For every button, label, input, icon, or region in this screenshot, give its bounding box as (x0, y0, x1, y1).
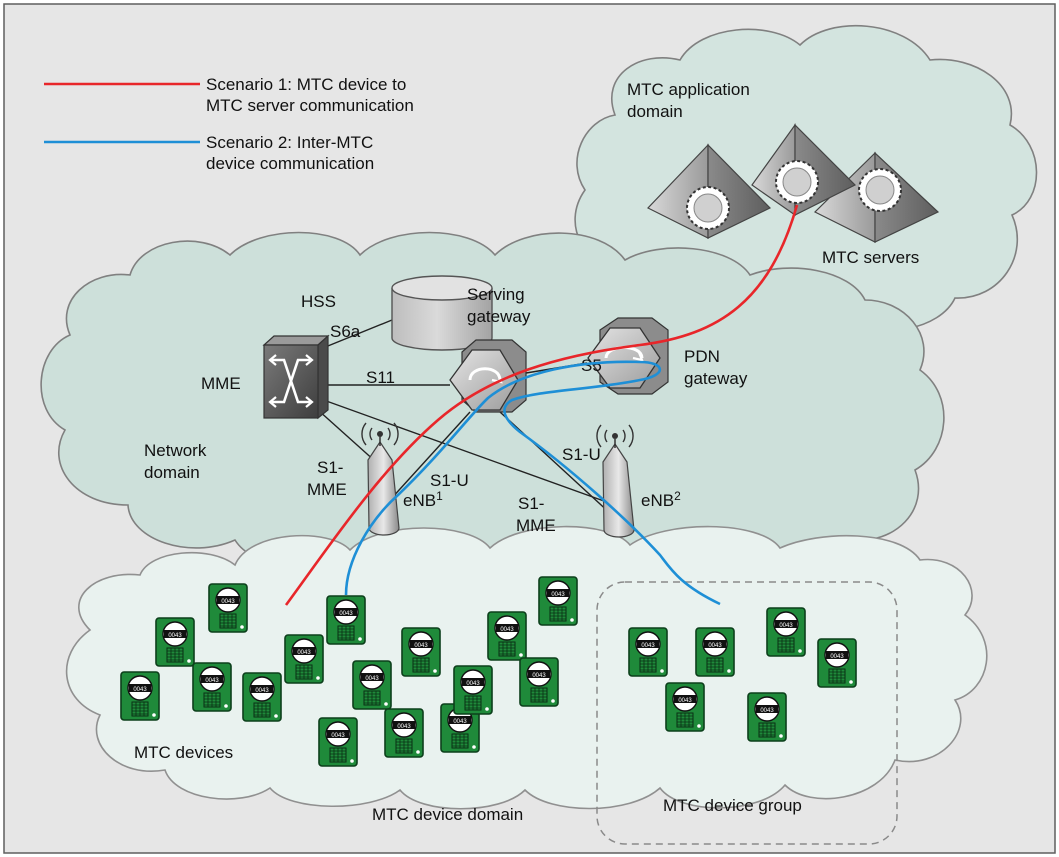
svg-text:0043: 0043 (551, 592, 565, 598)
serving-gateway-router-icon (449, 339, 527, 413)
smart-meter-icon: 0043 (747, 692, 787, 742)
pdn-gateway-router-icon (587, 317, 669, 395)
s5-label: S5 (581, 356, 602, 375)
smart-meter-icon: 0043 (242, 672, 282, 722)
network-domain-label-line2: domain (144, 463, 200, 482)
legend: Scenario 1: MTC device to MTC server com… (44, 75, 414, 173)
application-domain-label-line2: domain (627, 102, 683, 121)
s1u-right-label: S1-U (562, 445, 601, 464)
link-s6a (317, 319, 393, 351)
svg-text:0043: 0043 (255, 688, 269, 694)
pdn-gateway-label-line2: gateway (684, 369, 748, 388)
smart-meter-icon: 0043 (695, 627, 735, 677)
mme-label: MME (201, 374, 241, 393)
s6a-label: S6a (330, 322, 361, 341)
s1mme-left-label-line1: S1- (317, 458, 343, 477)
svg-text:0043: 0043 (297, 650, 311, 656)
mtc-server-2 (751, 123, 857, 217)
smart-meter-icon: 0043 (318, 717, 358, 767)
smart-meter-icon: 0043 (487, 611, 527, 661)
s1u-left-label: S1-U (430, 471, 469, 490)
smart-meter-icon: 0043 (665, 682, 705, 732)
s11-label: S11 (366, 368, 395, 387)
device-domain-label: MTC device domain (372, 805, 523, 824)
link-s1u-enb1 (389, 411, 471, 501)
mtc-server-1 (647, 143, 772, 239)
device-group-label: MTC device group (663, 796, 802, 815)
mtc-servers-label: MTC servers (822, 248, 919, 267)
smart-meter-icon: 0043 (208, 583, 248, 633)
svg-text:0043: 0043 (678, 698, 692, 704)
network-domain-label-line1: Network (144, 441, 207, 460)
application-domain-label-line1: MTC application (627, 80, 750, 99)
smart-meter-icon: 0043 (628, 627, 668, 677)
legend-scenario2-line1: Scenario 2: Inter-MTC (206, 133, 373, 152)
svg-text:0043: 0043 (221, 599, 235, 605)
svg-text:0043: 0043 (641, 643, 655, 649)
smart-meter-icon: 0043 (352, 660, 392, 710)
server-gear-icon (858, 168, 902, 212)
pdn-gateway-label-line1: PDN (684, 347, 720, 366)
smart-meter-icon: 0043 (817, 638, 857, 688)
svg-text:0043: 0043 (466, 681, 480, 687)
device-group-boundary (596, 581, 898, 845)
smart-meter-icon: 0043 (401, 627, 441, 677)
smart-meter-icon: 0043 (155, 617, 195, 667)
serving-gateway-label-line2: gateway (467, 307, 531, 326)
mtc-server-3 (813, 151, 940, 243)
svg-text:0043: 0043 (760, 708, 774, 714)
server-gear-icon (686, 186, 730, 230)
svg-text:0043: 0043 (532, 673, 546, 679)
scenario1-path (284, 204, 799, 606)
svg-text:0043: 0043 (414, 643, 428, 649)
svg-text:0043: 0043 (168, 633, 182, 639)
s1mme-left-label-line2: MME (307, 480, 347, 499)
smart-meter-icon: 0043 (384, 708, 424, 758)
svg-text:0043: 0043 (708, 643, 722, 649)
mtc-devices-label: MTC devices (134, 743, 233, 762)
device-meters: 0043 0043 0043 0043 0043 0043 0043 0043 … (120, 576, 857, 767)
svg-text:0043: 0043 (205, 678, 219, 684)
legend-scenario1-line1: Scenario 1: MTC device to (206, 75, 406, 94)
svg-text:0043: 0043 (779, 623, 793, 629)
link-s1u-enb2 (499, 411, 613, 516)
serving-gateway-label-line1: Serving (467, 285, 525, 304)
smart-meter-icon: 0043 (440, 703, 480, 753)
link-s1mme-enb1 (317, 409, 377, 463)
smart-meter-icon: 0043 (120, 671, 160, 721)
svg-text:0043: 0043 (339, 611, 353, 617)
legend-scenario2-line2: device communication (206, 154, 374, 173)
scenario2-path (344, 360, 721, 606)
svg-text:0043: 0043 (331, 733, 345, 739)
enb2-label: eNB2 (641, 489, 681, 510)
s1mme-right-label-line1: S1- (518, 494, 544, 513)
smart-meter-icon: 0043 (538, 576, 578, 626)
svg-text:0043: 0043 (133, 687, 147, 693)
smart-meter-icon: 0043 (192, 662, 232, 712)
smart-meter-icon: 0043 (766, 607, 806, 657)
enb1-label: eNB1 (403, 489, 443, 510)
smart-meter-icon: 0043 (519, 657, 559, 707)
mme-switch-icon (262, 334, 330, 420)
s1mme-right-label-line2: MME (516, 516, 556, 535)
server-gear-icon (775, 160, 819, 204)
svg-text:0043: 0043 (453, 719, 467, 725)
link-s1mme-enb2 (317, 397, 616, 506)
svg-text:0043: 0043 (397, 724, 411, 730)
legend-scenario1-line2: MTC server communication (206, 96, 414, 115)
smart-meter-icon: 0043 (453, 665, 493, 715)
svg-text:0043: 0043 (365, 676, 379, 682)
smart-meter-icon: 0043 (326, 595, 366, 645)
smart-meter-icon: 0043 (284, 634, 324, 684)
hss-label: HSS (301, 292, 336, 311)
svg-text:0043: 0043 (830, 654, 844, 660)
svg-text:0043: 0043 (500, 627, 514, 633)
